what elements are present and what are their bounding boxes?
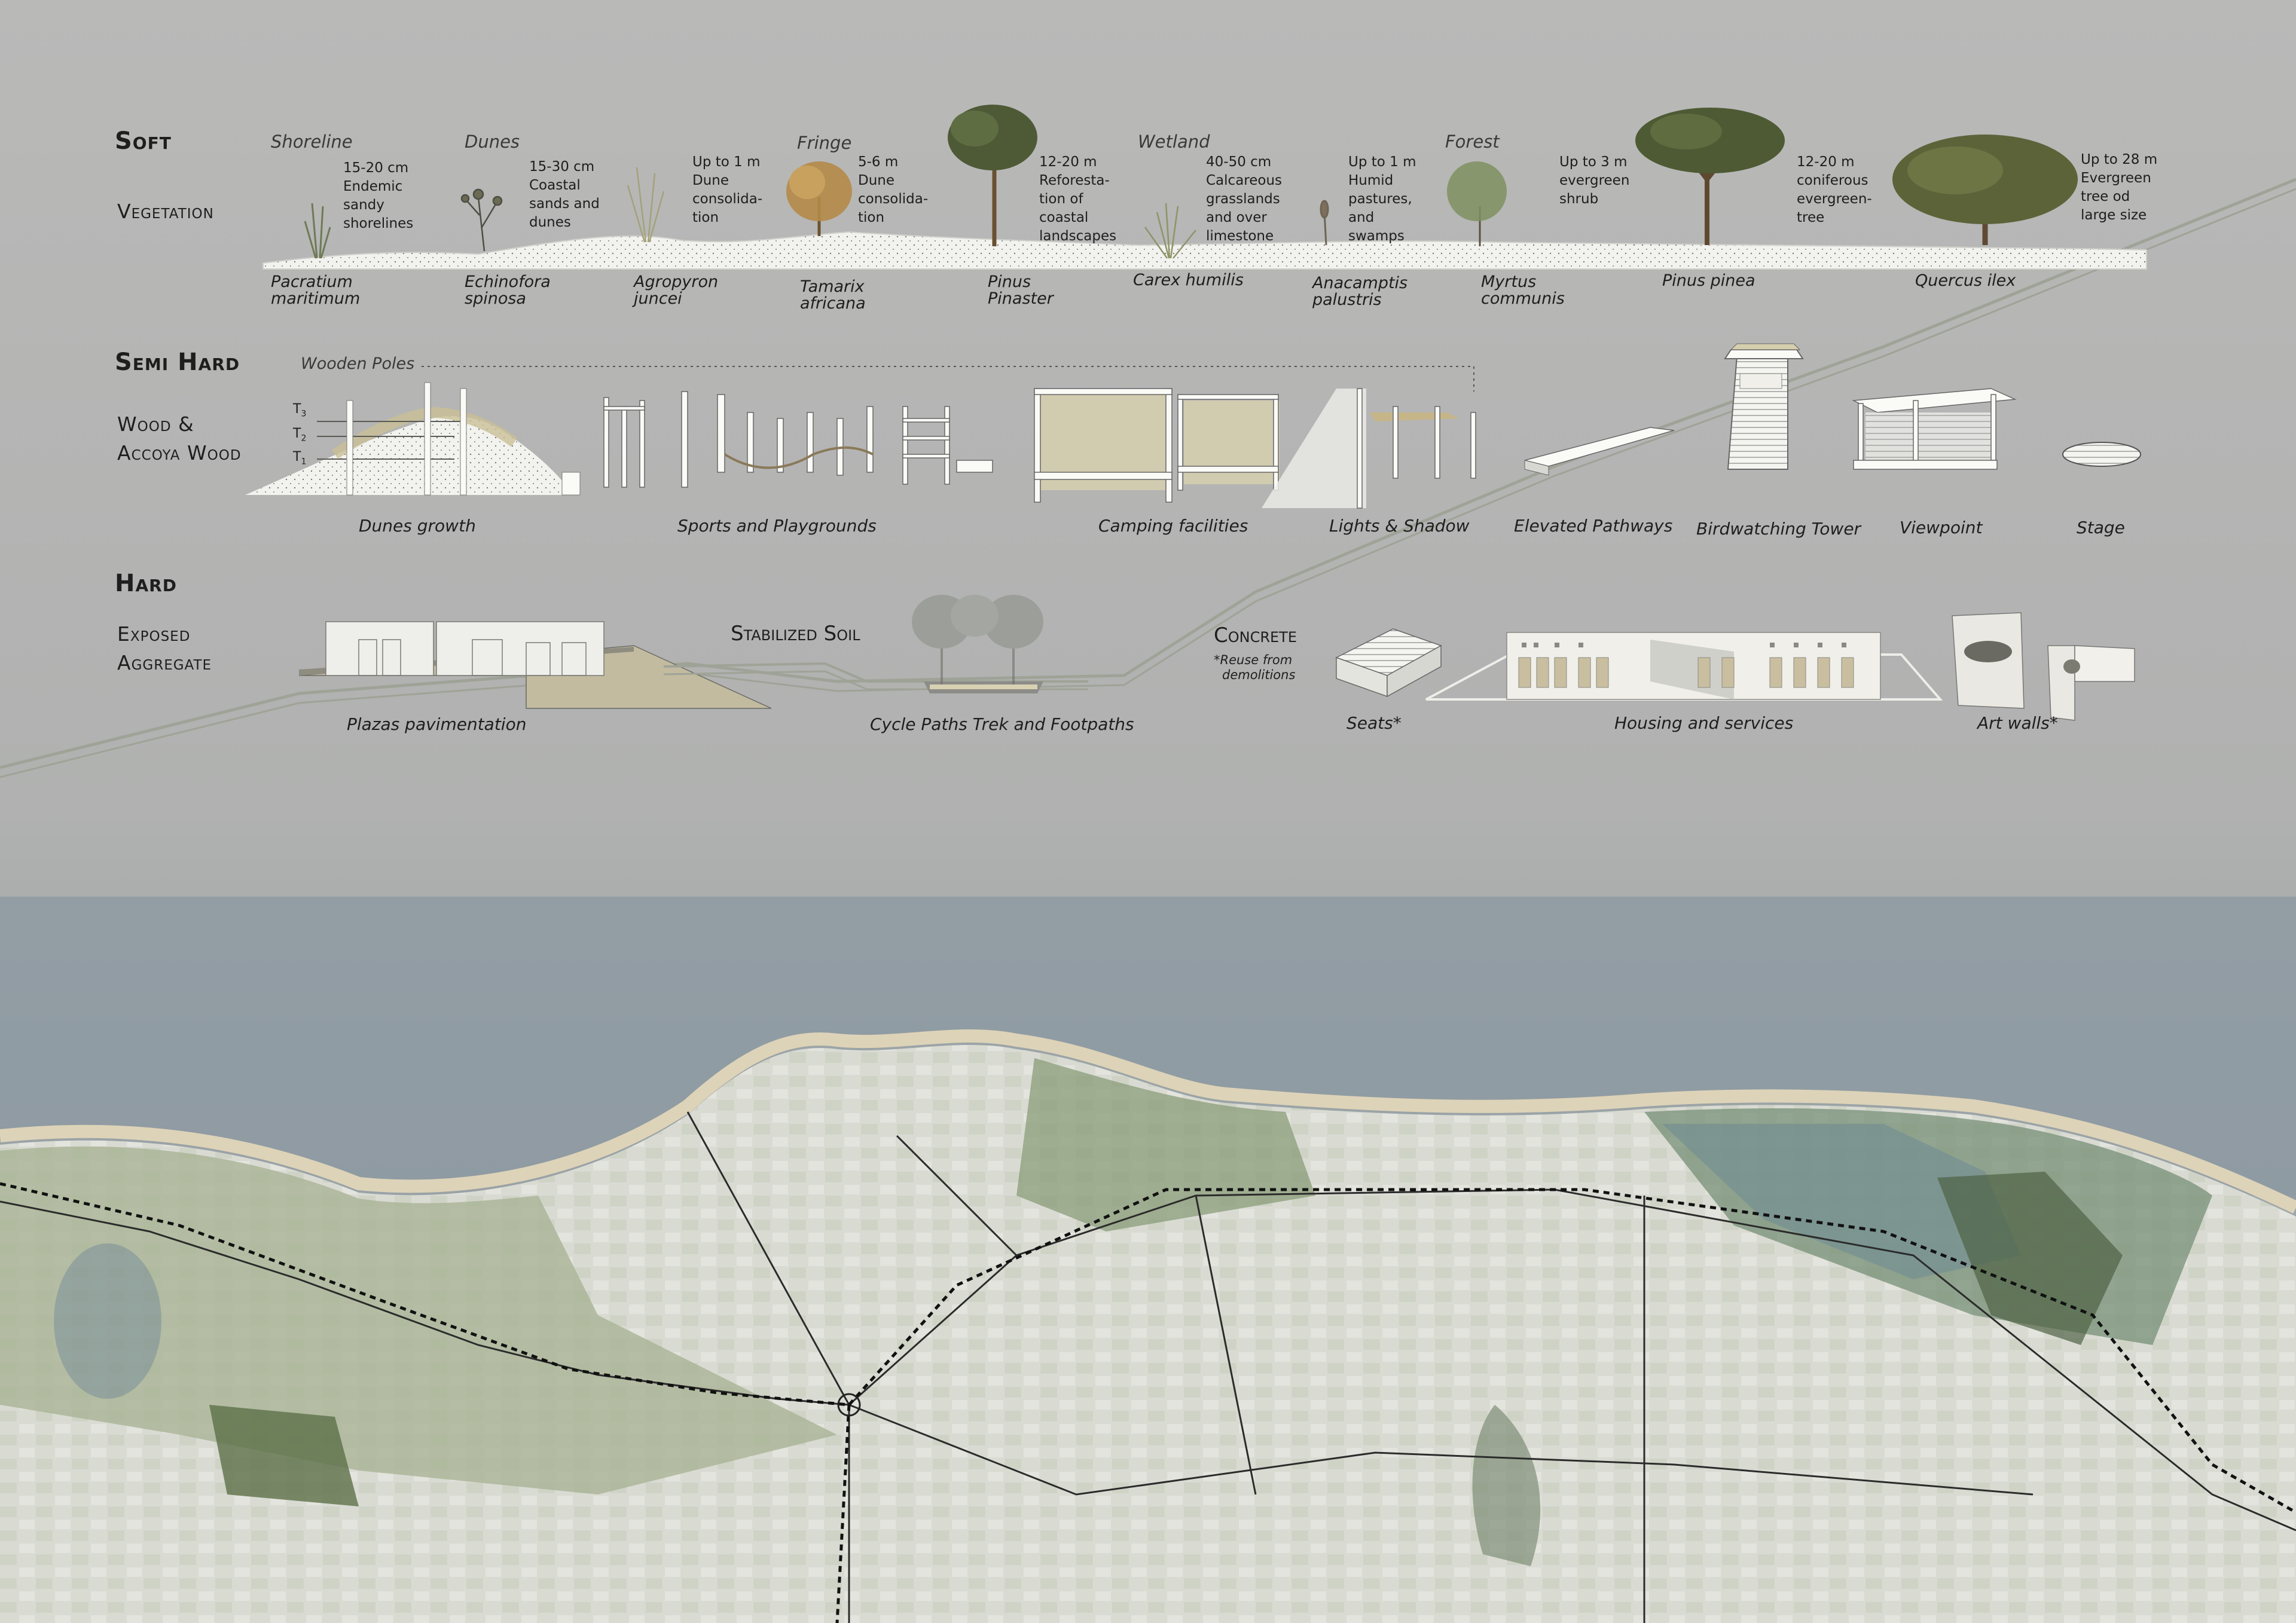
echinofora-plant-icon <box>460 188 503 252</box>
hard-illustrations <box>298 595 2135 721</box>
soft-title: Soft <box>115 127 172 155</box>
zone-fringe: Fringe <box>797 133 852 153</box>
myrtus-plant-icon <box>1447 161 1507 246</box>
viewpoint-diagram <box>1852 388 2017 470</box>
pinus-pinea-plant-icon <box>1635 108 1785 245</box>
caption-lights-shadow: Lights & Shadow <box>1329 516 1470 536</box>
wetland-west <box>54 1243 161 1399</box>
semi-hard-illustrations <box>245 343 2141 509</box>
vegetation-west <box>0 1146 837 1494</box>
carex-plant-icon <box>1144 203 1196 259</box>
elevated-pathways-diagram <box>1524 427 1675 476</box>
agropyron-plant-icon <box>627 167 665 243</box>
sports-playgrounds-diagram <box>603 391 993 488</box>
stabilized-soil-label: Stabilized Soil <box>731 622 860 646</box>
zone-forest: Forest <box>1445 132 1500 152</box>
pinus-pinaster-plant-icon <box>948 105 1037 246</box>
birdwatching-tower-diagram <box>1724 343 1804 470</box>
quercus-ilex-plant-icon <box>1892 135 2078 245</box>
soft-ground-strip <box>262 231 2147 270</box>
caption-camping: Camping facilities <box>1098 516 1248 536</box>
tier-label-t3: T3 <box>293 402 307 419</box>
plant-name-9: Pinus pinea <box>1662 271 1755 290</box>
vegetation-subtitle: Vegetation <box>117 200 214 223</box>
stage-diagram <box>2062 442 2141 467</box>
plant-name-6: Carex humilis <box>1133 271 1244 289</box>
plazas-pavimentation-diagram <box>298 621 772 709</box>
wood-subtitle: Wood &Accoya Wood <box>117 412 242 464</box>
art-walls-diagram <box>1952 612 2135 721</box>
anacamptis-plant-icon <box>1320 200 1329 246</box>
lights-shadow-diagram <box>1262 388 1476 509</box>
aerial-map <box>0 897 2296 1623</box>
wooden-poles-label: Wooden Poles <box>301 354 415 373</box>
hard-title: Hard <box>115 570 177 597</box>
tamarix-plant-icon <box>786 161 852 236</box>
caption-cycle-paths: Cycle Paths Trek and Footpaths <box>870 714 1134 734</box>
sea-area <box>0 897 2296 1208</box>
caption-viewpoint: Viewpoint <box>1900 518 1983 537</box>
plant-illustrations <box>304 105 2078 259</box>
semi-hard-title: Semi Hard <box>115 349 240 376</box>
caption-dunes-growth: Dunes growth <box>359 516 476 536</box>
wetland-east <box>1662 1124 2021 1279</box>
pacratium-plant-icon <box>304 203 331 259</box>
caption-elevated-pathways: Elevated Pathways <box>1514 516 1673 536</box>
caption-sports-playgrounds: Sports and Playgrounds <box>677 516 877 536</box>
concrete-label: Concrete <box>1214 623 1297 647</box>
tier-label-t1: T1 <box>293 450 307 467</box>
caption-plazas: Plazas pavimentation <box>347 714 527 734</box>
caption-birdwatching-tower: Birdwatching Tower <box>1696 519 1861 539</box>
beach-line <box>0 1029 2296 1214</box>
tier-label-t2: T2 <box>293 426 307 444</box>
plant-name-10: Quercus ilex <box>1915 271 2016 290</box>
camping-facilities-diagram <box>1034 388 1280 503</box>
housing-services-diagram <box>1425 632 1943 701</box>
caption-stage: Stage <box>2077 518 2125 537</box>
caption-housing: Housing and services <box>1614 713 1794 733</box>
zone-shoreline: Shoreline <box>271 132 353 152</box>
cycle-paths-diagram <box>663 595 1088 693</box>
wooden-poles-line <box>422 366 1474 392</box>
seats-diagram <box>1335 628 1442 698</box>
dunes-growth-diagram <box>245 382 581 496</box>
caption-art-walls: Art walls* <box>1977 713 2058 733</box>
caption-seats: Seats* <box>1347 713 1402 733</box>
zone-dunes: Dunes <box>465 132 520 152</box>
zone-wetland: Wetland <box>1138 132 1210 152</box>
